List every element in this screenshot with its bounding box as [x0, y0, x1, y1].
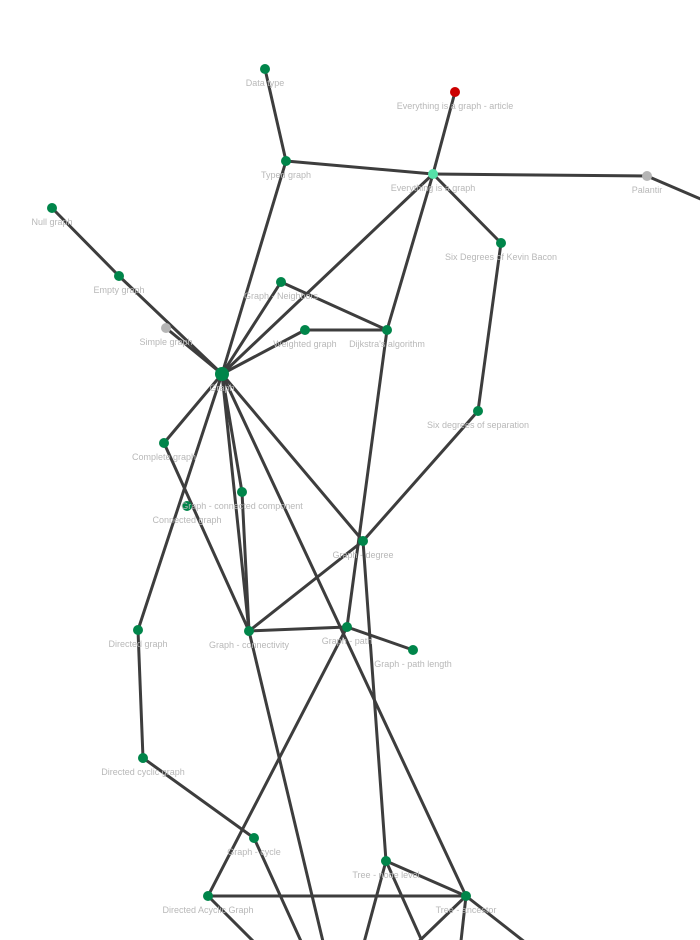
- edge-empty-graph-to-graph: [117, 274, 224, 376]
- edge-graph-to-graph-connectivity: [220, 372, 251, 633]
- node-label-directed-cyclic-graph: Directed cyclic graph: [101, 767, 185, 777]
- edge-graph-neighbors-to-graph: [220, 280, 283, 376]
- edge-graph-degree-to-tree-node-level: [361, 539, 388, 863]
- edge-graph-neighbors-to-dijkstra: [279, 280, 389, 332]
- edge-graph-to-graph-degree: [220, 372, 365, 543]
- edge-tree-node-level-to-tree-ancestor: [384, 859, 468, 898]
- node-graph[interactable]: [215, 367, 229, 381]
- node-data-type[interactable]: [260, 64, 270, 74]
- node-label-everything-graph: Everything is a graph: [391, 183, 476, 193]
- edge-graph-degree-to-graph-connectivity: [247, 539, 365, 633]
- node-graph-cycle[interactable]: [249, 833, 259, 843]
- node-directed-graph[interactable]: [133, 625, 143, 635]
- edge-offscreen-6: [464, 894, 525, 940]
- edge-offscreen-4: [384, 859, 424, 940]
- node-simple-graph[interactable]: [161, 323, 171, 333]
- node-tree-ancestor[interactable]: [461, 891, 471, 901]
- node-everything-article[interactable]: [450, 87, 460, 97]
- node-label-six-degrees-separation: Six degrees of separation: [427, 420, 529, 430]
- edge-everything-graph-to-dijkstra: [385, 172, 435, 332]
- node-label-palantir: Palantir: [632, 185, 663, 195]
- node-empty-graph[interactable]: [114, 271, 124, 281]
- edge-complete-graph-to-graph-connectivity: [162, 441, 251, 633]
- node-graph-neighbors[interactable]: [276, 277, 286, 287]
- node-six-degrees-kevin-bacon[interactable]: [496, 238, 506, 248]
- edge-null-graph-to-empty-graph: [50, 206, 121, 278]
- edge-graph-to-directed-graph: [136, 372, 224, 632]
- node-dijkstra[interactable]: [382, 325, 392, 335]
- edge-data-type-to-typed-graph: [263, 67, 288, 163]
- edge-offscreen-8: [418, 894, 468, 940]
- edge-six-degrees-kevin-bacon-to-six-degrees-separation: [476, 241, 503, 413]
- node-dag[interactable]: [203, 891, 213, 901]
- node-graph-path[interactable]: [342, 622, 352, 632]
- edge-directed-graph-to-directed-cyclic-graph: [136, 628, 145, 760]
- edge-everything-article-to-everything-graph: [431, 90, 457, 176]
- node-weighted-graph[interactable]: [300, 325, 310, 335]
- edge-typed-graph-to-everything-graph: [284, 159, 435, 176]
- nodes-layer: [47, 64, 652, 901]
- node-typed-graph[interactable]: [281, 156, 291, 166]
- edge-offscreen-7: [206, 894, 255, 940]
- edge-graph-path-to-graph-path-length: [345, 625, 415, 652]
- node-graph-degree[interactable]: [358, 536, 368, 546]
- node-label-graph-path-length: Graph - path length: [374, 659, 452, 669]
- edge-dijkstra-to-graph-path: [345, 328, 389, 629]
- node-label-dag: Directed Acyclic Graph: [162, 905, 253, 915]
- node-label-everything-article: Everything is a graph - article: [397, 101, 514, 111]
- node-label-typed-graph: Typed graph: [261, 170, 311, 180]
- node-palantir[interactable]: [642, 171, 652, 181]
- node-null-graph[interactable]: [47, 203, 57, 213]
- edge-offscreen-0: [645, 174, 700, 201]
- edge-graph-to-complete-graph: [162, 372, 224, 445]
- edge-offscreen-1: [252, 836, 303, 940]
- edge-offscreen-2: [247, 629, 325, 940]
- edge-connected-component-to-graph-connectivity: [240, 490, 251, 633]
- edge-everything-graph-to-palantir: [431, 172, 649, 178]
- node-six-degrees-separation[interactable]: [473, 406, 483, 416]
- node-graph-connectivity[interactable]: [244, 626, 254, 636]
- node-label-graph-connectivity: Graph - connectivity: [209, 640, 290, 650]
- node-label-graph-cycle: Graph - cycle: [227, 847, 281, 857]
- edge-graph-connectivity-to-graph-path: [247, 625, 349, 633]
- node-label-connected-graph: Connected graph: [152, 515, 221, 525]
- edge-everything-graph-to-graph: [220, 172, 435, 376]
- edge-typed-graph-to-graph: [220, 159, 288, 376]
- edge-six-degrees-separation-to-graph-degree: [361, 409, 480, 543]
- edge-simple-graph-to-graph: [164, 326, 224, 376]
- node-connected-component[interactable]: [237, 487, 247, 497]
- node-label-data-type: Data type: [246, 78, 285, 88]
- edge-everything-graph-to-six-degrees-kevin-bacon: [431, 172, 503, 245]
- node-graph-path-length[interactable]: [408, 645, 418, 655]
- node-tree-node-level[interactable]: [381, 856, 391, 866]
- edge-directed-cyclic-graph-to-graph-cycle: [141, 756, 256, 840]
- node-label-complete-graph: Complete graph: [132, 452, 196, 462]
- edge-graph-path-to-dag: [206, 625, 349, 898]
- node-directed-cyclic-graph[interactable]: [138, 753, 148, 763]
- node-complete-graph[interactable]: [159, 438, 169, 448]
- edge-offscreen-3: [363, 859, 388, 940]
- edges-layer: [50, 67, 700, 940]
- edge-offscreen-5: [459, 894, 468, 940]
- node-everything-graph[interactable]: [428, 169, 438, 179]
- edge-weighted-graph-to-graph: [220, 328, 307, 376]
- node-connected-graph[interactable]: [182, 501, 192, 511]
